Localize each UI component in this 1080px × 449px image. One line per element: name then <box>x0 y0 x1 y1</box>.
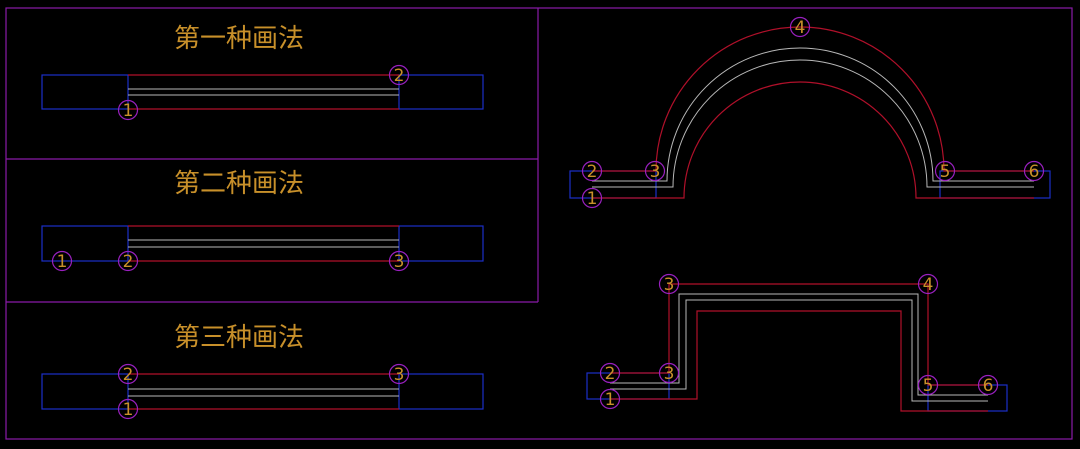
step-left-pad <box>586 372 670 400</box>
method-1-panel: 第一种画法 1 2 <box>41 24 484 121</box>
method-3-left-pad <box>41 373 129 410</box>
svg-text:1: 1 <box>123 400 134 420</box>
step-marker-4: 4 <box>917 273 939 295</box>
method-2-marker-1: 1 <box>51 250 73 272</box>
step-marker-1: 1 <box>599 388 621 410</box>
step-inner-outline <box>610 310 988 412</box>
arch-inner-outline <box>592 81 1034 199</box>
svg-text:6: 6 <box>1029 162 1040 182</box>
step-marker-3b: 3 <box>658 273 680 295</box>
step-marker-3a: 3 <box>658 362 680 384</box>
arch-marker-4: 4 <box>789 16 811 38</box>
method-3-panel: 第三种画法 1 2 3 <box>41 323 484 420</box>
method-1-title: 第一种画法 <box>174 24 304 54</box>
svg-text:3: 3 <box>394 252 405 272</box>
method-2-right-pad <box>398 225 484 262</box>
svg-text:2: 2 <box>123 365 134 385</box>
step-marker-2: 2 <box>599 362 621 384</box>
step-marker-6: 6 <box>977 374 999 396</box>
svg-text:2: 2 <box>394 66 405 86</box>
svg-text:2: 2 <box>587 162 598 182</box>
method-3-right-pad <box>398 373 484 410</box>
method-2-panel: 第二种画法 1 2 3 <box>41 169 484 272</box>
method-3-marker-3: 3 <box>388 363 410 385</box>
svg-text:5: 5 <box>940 162 951 182</box>
method-2-left-pad <box>41 225 129 262</box>
method-2-marker-3: 3 <box>388 250 410 272</box>
method-1-right-pad <box>398 74 484 110</box>
method-2-marker-2: 2 <box>117 250 139 272</box>
arch-outer-outline <box>592 26 1034 172</box>
svg-text:4: 4 <box>795 18 806 38</box>
svg-text:6: 6 <box>983 376 994 396</box>
svg-text:1: 1 <box>605 390 616 410</box>
step-right-pad <box>927 384 1008 412</box>
method-1-marker-2: 2 <box>388 64 410 86</box>
method-1-left-pad <box>41 74 129 110</box>
svg-text:2: 2 <box>605 364 616 384</box>
arch-marker-6: 6 <box>1023 160 1045 182</box>
step-center-line-2 <box>610 299 988 402</box>
method-1-trace <box>128 74 399 110</box>
svg-text:4: 4 <box>923 275 934 295</box>
method-3-marker-1: 1 <box>117 398 139 420</box>
svg-text:3: 3 <box>650 162 661 182</box>
svg-text:1: 1 <box>123 101 134 121</box>
svg-text:1: 1 <box>57 252 68 272</box>
arch-center-line-1 <box>592 47 1034 182</box>
outer-frame <box>5 7 1073 440</box>
arch-marker-2: 2 <box>581 160 603 182</box>
method-3-trace <box>128 373 399 410</box>
svg-text:2: 2 <box>123 252 134 272</box>
svg-text:3: 3 <box>664 364 675 384</box>
method-2-title: 第二种画法 <box>174 169 304 199</box>
svg-text:5: 5 <box>923 376 934 396</box>
arch-marker-1: 1 <box>581 187 603 209</box>
svg-text:3: 3 <box>394 365 405 385</box>
step-marker-5: 5 <box>917 374 939 396</box>
svg-text:3: 3 <box>664 275 675 295</box>
arch-center-line-2 <box>592 59 1034 188</box>
method-3-title: 第三种画法 <box>174 323 304 353</box>
svg-text:1: 1 <box>587 189 598 209</box>
step-center-line-1 <box>610 293 988 396</box>
step-trace-drawing: 1 2 3 3 4 5 6 <box>586 273 1008 412</box>
arch-trace-drawing: 1 2 3 4 5 6 <box>569 16 1051 209</box>
arch-marker-3: 3 <box>644 160 666 182</box>
method-2-trace <box>128 225 399 262</box>
method-3-marker-2: 2 <box>117 363 139 385</box>
method-1-marker-1: 1 <box>117 99 139 121</box>
arch-marker-5: 5 <box>934 160 956 182</box>
